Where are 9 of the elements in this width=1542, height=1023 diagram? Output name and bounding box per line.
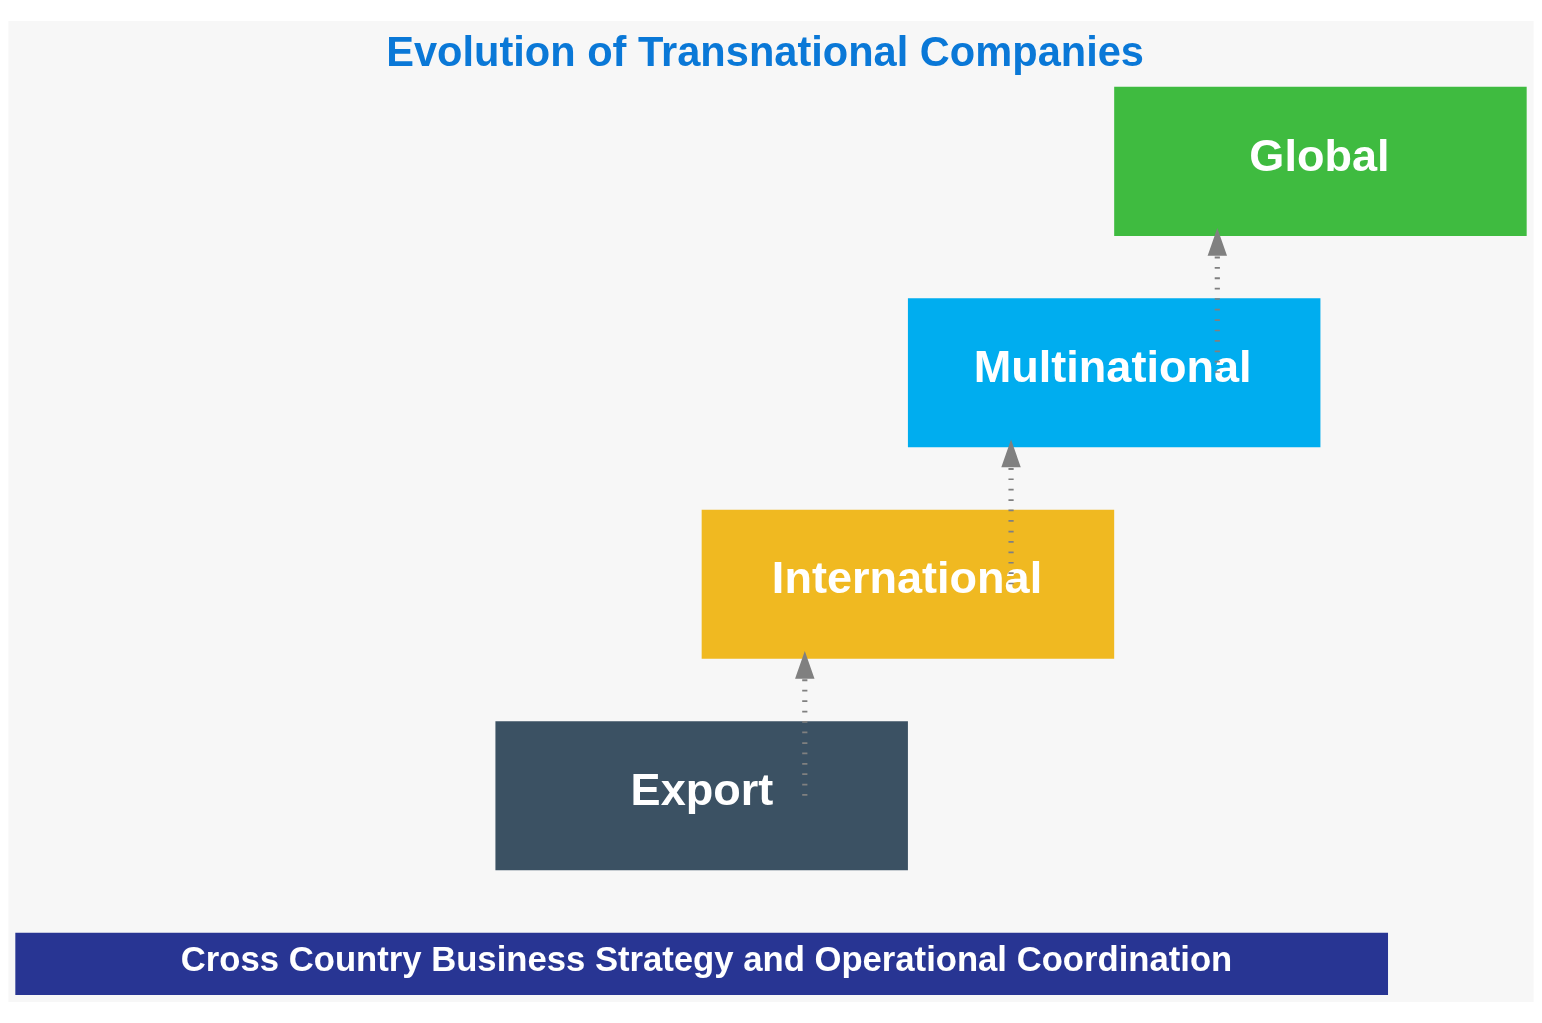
node-box: Global [1114, 86, 1527, 236]
node-box: Multinational [907, 298, 1321, 448]
arrow [795, 650, 815, 796]
arrow [1207, 228, 1228, 373]
caption: Cross Country Business Strategy and Operational Coordination [180, 939, 1233, 978]
node-box: International [701, 509, 1115, 659]
arrow [1001, 439, 1021, 585]
diagram-title: Evolution of Transnational Companies [386, 28, 1144, 76]
node-box: Export [495, 721, 908, 871]
